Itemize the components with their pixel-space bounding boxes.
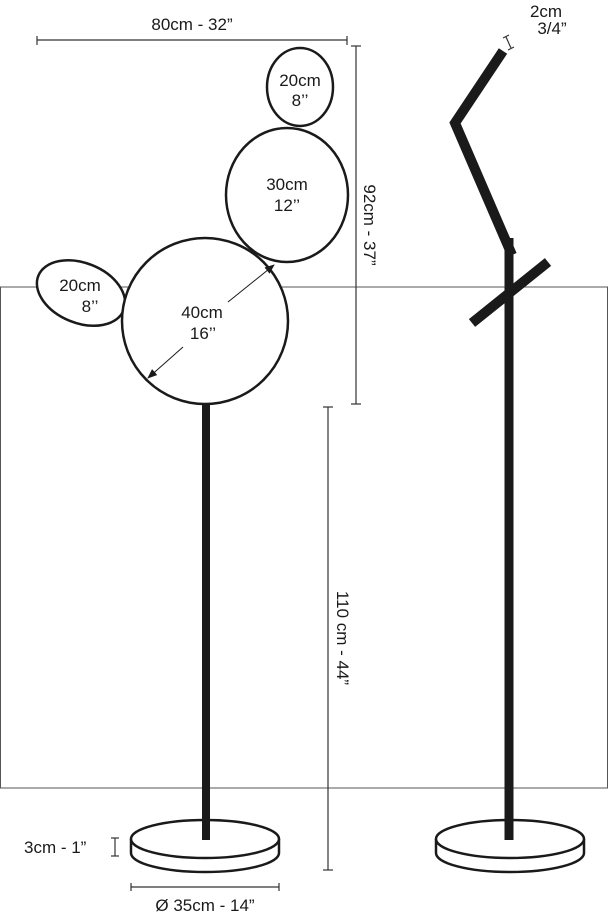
svg-text:8’’: 8’’ — [82, 297, 99, 316]
shade-40: 40cm 16’’ — [120, 236, 290, 406]
front-base — [129, 818, 281, 874]
shade-left-20: 20cm 8’’ — [35, 259, 127, 327]
base-thickness-label: 3cm - 1” — [24, 838, 87, 857]
svg-text:12’’: 12’’ — [274, 196, 300, 215]
svg-text:8’’: 8’’ — [292, 91, 309, 110]
shade-top-20: 20cm 8’’ — [265, 46, 335, 128]
svg-text:40cm: 40cm — [181, 303, 223, 322]
shade-thickness-in: 3/4” — [537, 19, 567, 38]
stem-height-dimension: 110 cm - 44” — [323, 406, 352, 871]
base-thickness-dimension: 3cm - 1” — [24, 837, 119, 857]
svg-text:16’’: 16’’ — [190, 324, 216, 343]
width-label: 80cm - 32” — [151, 15, 233, 34]
base-diameter-dimension: Ø 35cm - 14” — [130, 883, 280, 914]
width-dimension: 80cm - 32” — [36, 15, 348, 45]
shade-thickness-cm: 2cm — [530, 2, 562, 21]
shade-30: 30cm 12’’ — [224, 126, 350, 264]
base-diameter-label: Ø 35cm - 14” — [155, 896, 255, 914]
head-height-dimension: 92cm - 37” — [351, 45, 379, 405]
frame-box — [0, 286, 608, 789]
stem-height-label: 110 cm - 44” — [333, 591, 352, 686]
svg-text:20cm: 20cm — [279, 71, 321, 90]
svg-text:30cm: 30cm — [266, 175, 308, 194]
shade-thickness-dimension: 2cm 3/4” — [502, 2, 567, 51]
side-view-lamp — [434, 48, 586, 874]
svg-text:20cm: 20cm — [59, 276, 101, 295]
head-height-label: 92cm - 37” — [360, 184, 379, 266]
